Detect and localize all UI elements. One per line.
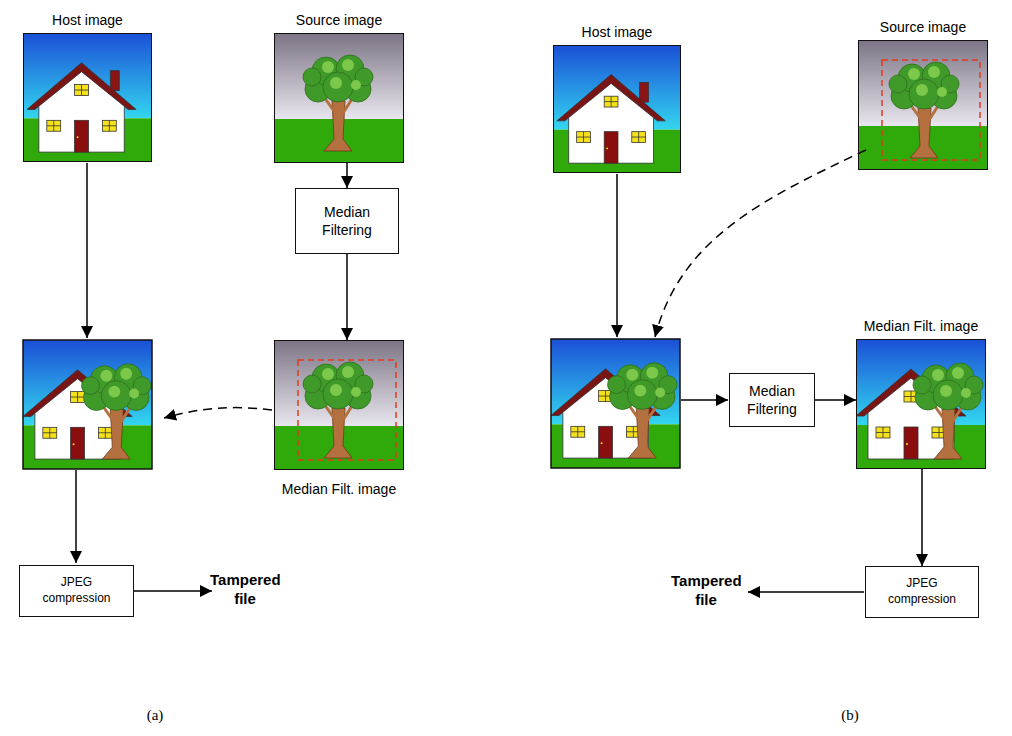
image-caption: Median Filt. image (282, 481, 396, 498)
process-box: JPEG compression (865, 566, 979, 618)
flow-arrow (616, 174, 618, 337)
host-image: Host image (23, 33, 152, 162)
host-picture (553, 45, 681, 173)
image-border (23, 340, 152, 469)
box-text: JPEG compression (26, 575, 127, 606)
image-border (551, 339, 680, 468)
flow-arrow (86, 163, 88, 338)
host-picture (23, 33, 152, 162)
image-caption: Host image (52, 12, 123, 29)
filtered-image: Median Filt. image (274, 340, 404, 470)
image-caption: Source image (880, 19, 966, 36)
source-picture (274, 33, 404, 163)
box-text: Median Filtering (302, 203, 392, 239)
panel-label: (b) (820, 706, 880, 725)
source-picture (858, 40, 988, 170)
image-caption: Source image (296, 12, 382, 29)
output-label: Tampered file (671, 572, 741, 610)
panel-label: (a) (125, 706, 185, 725)
image-caption: Median Filt. image (864, 318, 978, 335)
box-text: JPEG compression (872, 576, 972, 607)
flow-arrow (815, 399, 856, 401)
host-image: Host image (553, 45, 681, 173)
filtered-image: Median Filt. image (856, 339, 986, 469)
flow-arrow (921, 469, 923, 566)
image-caption: Host image (582, 24, 653, 41)
source-image: Source image (274, 33, 404, 163)
paste-arrow (655, 150, 866, 337)
text-group: JPEG compression (872, 576, 972, 607)
paste-arrow (164, 408, 272, 418)
flow-arrow (346, 254, 348, 340)
composite-picture (23, 340, 152, 469)
flow-arrow (748, 591, 864, 593)
flow-arrow (346, 163, 348, 188)
process-box: Median Filtering (729, 373, 815, 427)
output-label: Tampered file (210, 571, 280, 609)
process-box: Median Filtering (295, 188, 399, 254)
text-group: Median Filtering (302, 203, 392, 239)
filtered-picture (856, 339, 986, 469)
box-text: Median Filtering (736, 382, 808, 418)
composite-picture (551, 339, 680, 468)
source-image: Source image (858, 40, 988, 170)
flow-arrow (75, 470, 77, 563)
flow-arrow (134, 590, 212, 592)
flow-arrow (681, 399, 728, 401)
process-box: JPEG compression (19, 565, 134, 617)
text-group: Median Filtering (736, 382, 808, 418)
text-group: JPEG compression (26, 575, 127, 606)
filtered-picture (274, 340, 404, 470)
